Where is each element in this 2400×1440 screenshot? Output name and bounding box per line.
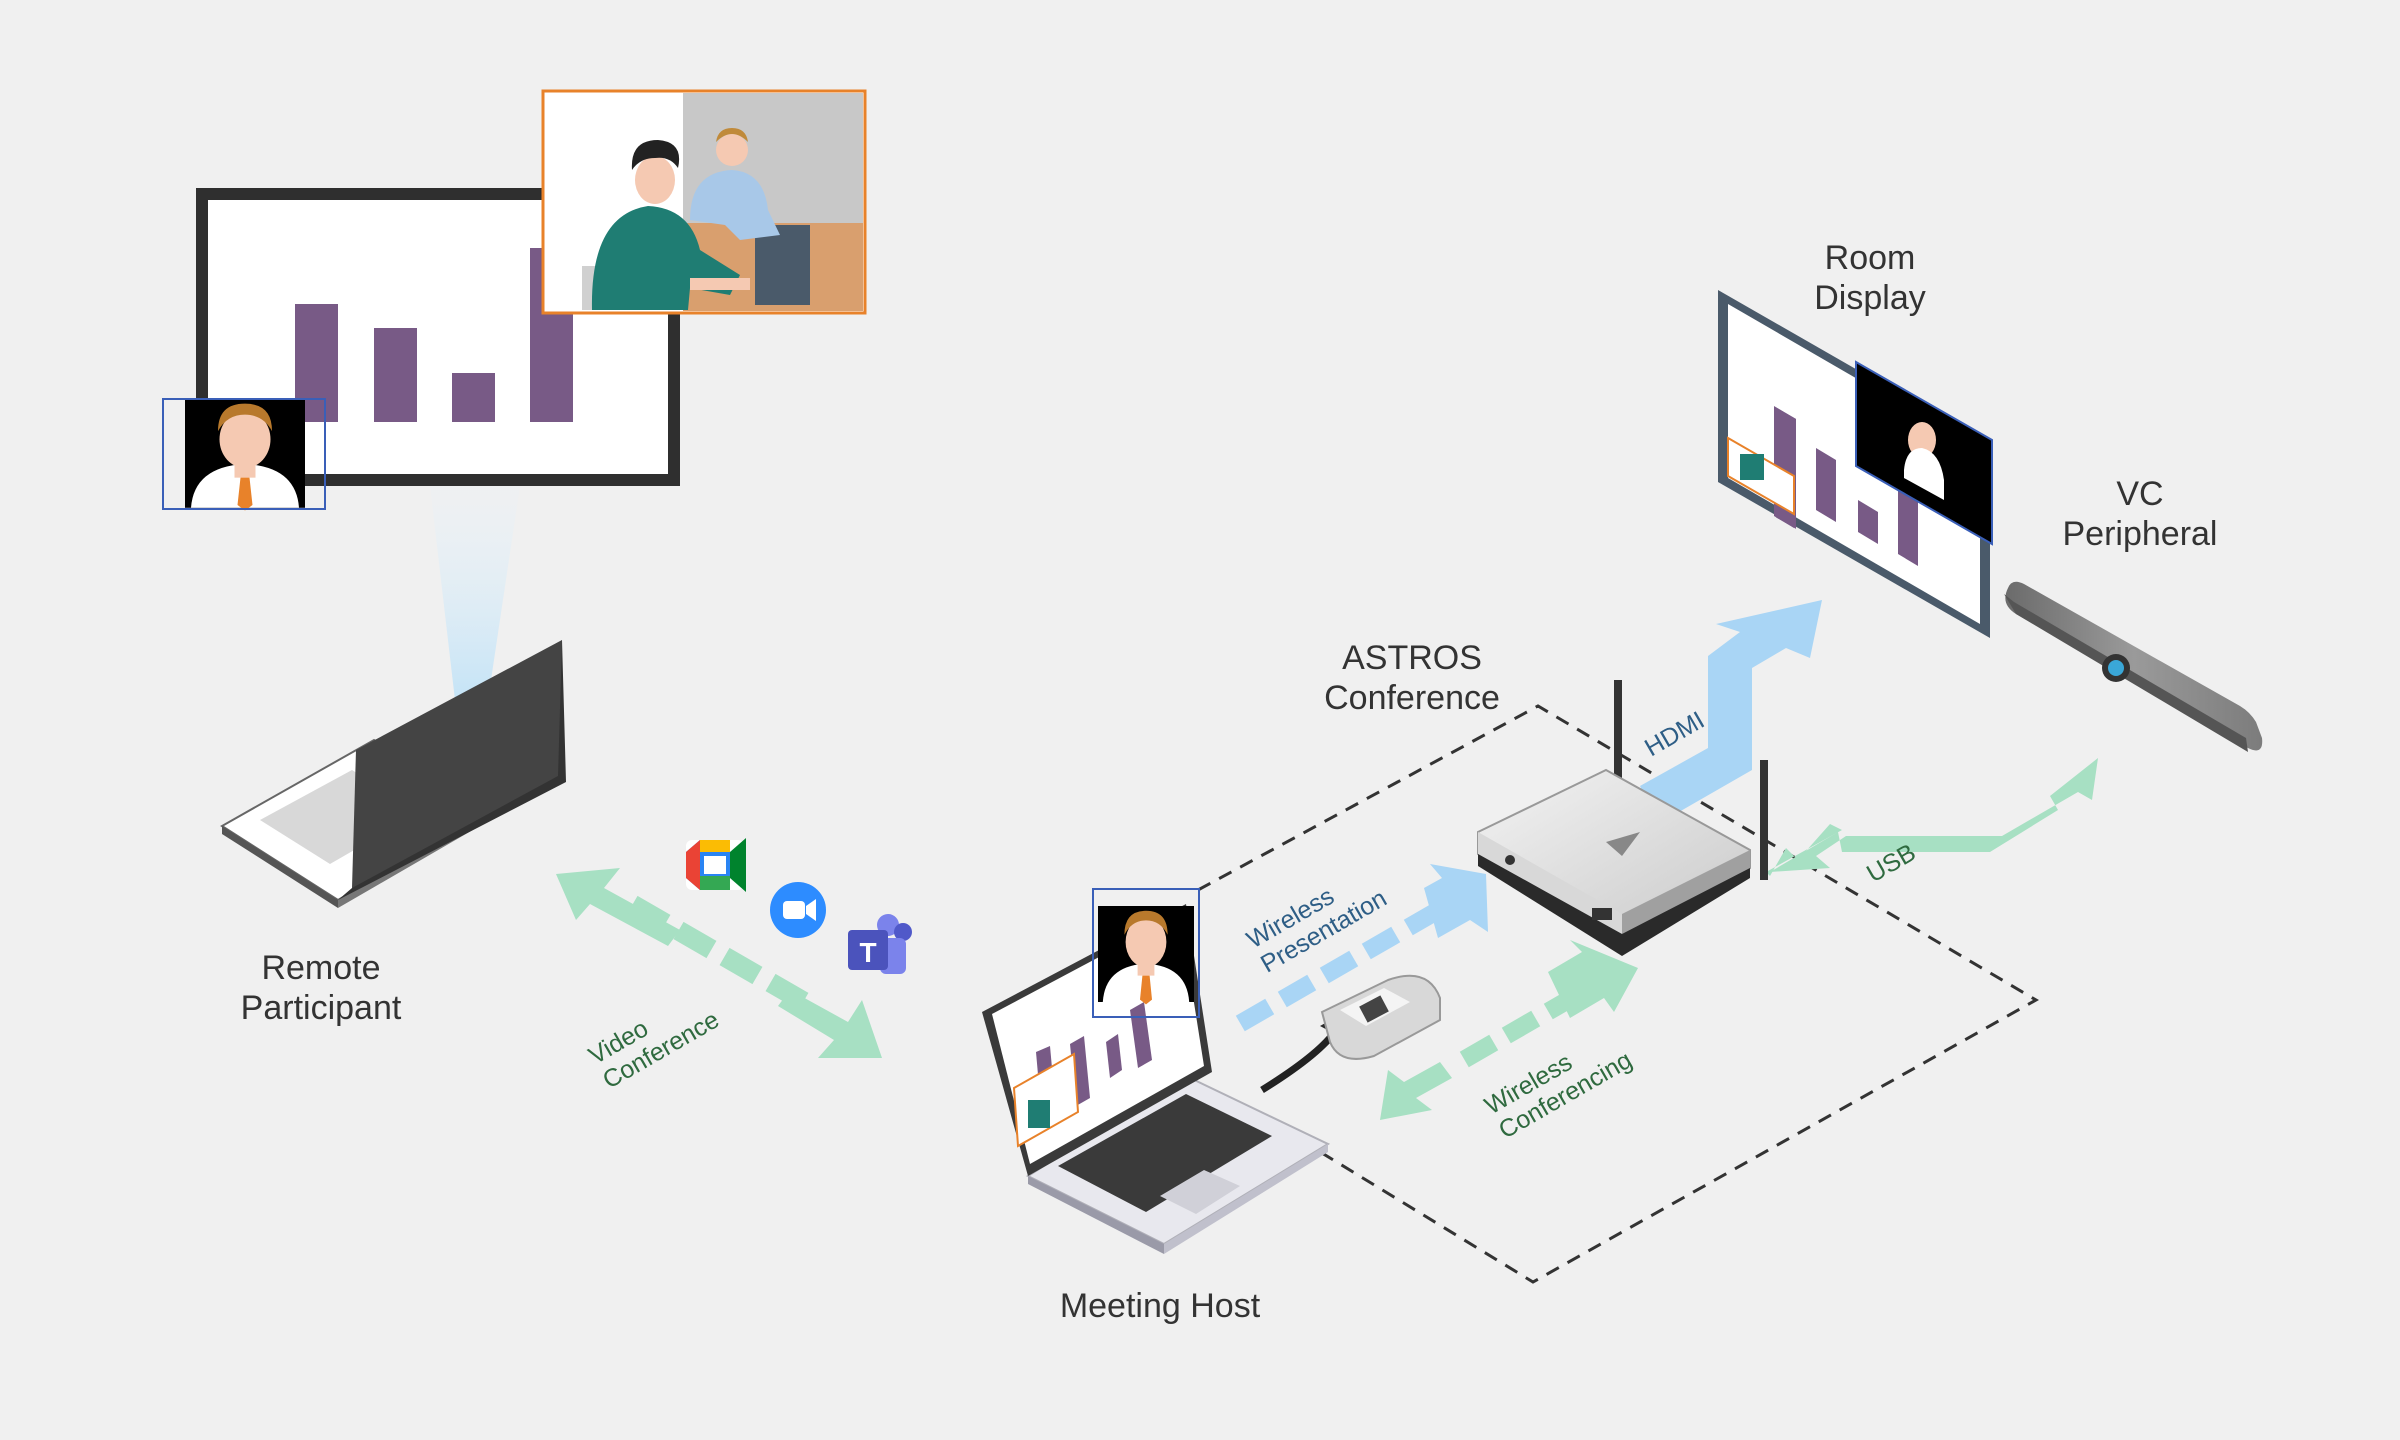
label-astros-conference: ASTROS Conference — [1324, 639, 1500, 717]
wireless-presentation-arrows — [1235, 864, 1488, 1032]
label-remote-participant: Remote Participant — [240, 949, 402, 1027]
vc-peripheral — [2004, 581, 2263, 752]
google-meet-icon — [686, 838, 746, 892]
host-self-view — [1098, 906, 1194, 1005]
label-room-display: Room Display — [1814, 239, 1926, 317]
label-meeting-host: Meeting Host — [1059, 1287, 1261, 1325]
teams-icon: T — [848, 914, 912, 974]
chart-bar — [452, 373, 495, 422]
zoom-icon — [770, 882, 826, 938]
svg-text:T: T — [859, 937, 876, 968]
room-video-tile — [541, 89, 867, 315]
wireless-conferencing-arrows — [1380, 940, 1638, 1120]
video-conference-arrows — [556, 868, 882, 1058]
label-vc-peripheral: VC Peripheral — [2062, 475, 2218, 553]
astros-boundary — [1197, 704, 2040, 1284]
remote-laptop — [220, 640, 566, 908]
hdmi-arrow — [1640, 600, 1822, 824]
usb-arrow — [1766, 824, 1842, 876]
room-display — [1718, 290, 1993, 638]
chart-bar — [374, 328, 417, 422]
remote-self-view — [185, 398, 305, 511]
wireless-dongle — [1260, 974, 1441, 1093]
astros-device — [1477, 680, 1768, 956]
